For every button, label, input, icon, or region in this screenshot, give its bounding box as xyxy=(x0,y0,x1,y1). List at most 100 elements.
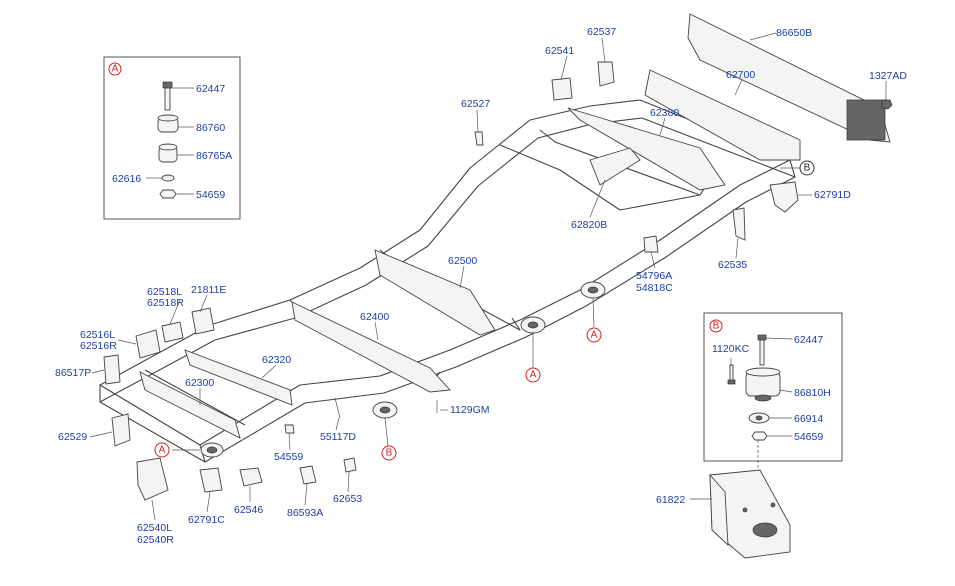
bracket-62820b xyxy=(589,147,641,186)
label-62516l[interactable]: 62516L xyxy=(80,329,115,341)
mount-cushion-86760 xyxy=(157,114,179,133)
bracket-62791c xyxy=(199,467,223,493)
body-mount-a-right xyxy=(580,281,606,299)
label-1129gm[interactable]: 1129GM xyxy=(450,404,490,416)
nut-54659-b xyxy=(751,431,768,441)
label-62527[interactable]: 62527 xyxy=(461,98,490,110)
bolt-62447-b xyxy=(757,334,767,366)
bracket-54796a xyxy=(643,235,659,253)
callout-a-box: A xyxy=(112,64,119,75)
label-54818c[interactable]: 54818C xyxy=(636,282,673,294)
label-62540r[interactable]: 62540R xyxy=(137,534,174,546)
bracket-62537 xyxy=(597,61,615,87)
label-62616[interactable]: 62616 xyxy=(112,173,141,185)
label-21811e[interactable]: 21811E xyxy=(191,284,226,296)
label-62500[interactable]: 62500 xyxy=(448,255,477,267)
mount-cushion-86810h xyxy=(745,367,781,402)
label-54659-b[interactable]: 54659 xyxy=(794,431,823,443)
clip-62653 xyxy=(343,457,357,473)
crossmember-62380 xyxy=(567,107,726,191)
crossmember-62300 xyxy=(139,371,241,439)
nut-54559 xyxy=(284,424,295,434)
body-mount-a-front xyxy=(200,442,224,458)
callout-a-mid[interactable]: A xyxy=(530,370,537,381)
bracket-62518 xyxy=(161,321,184,343)
bracket-62535 xyxy=(732,207,746,241)
label-62447-b[interactable]: 62447 xyxy=(794,334,823,346)
callout-a-box-circle xyxy=(108,62,122,76)
callout-b-mid-circle xyxy=(381,445,397,461)
label-1327ad[interactable]: 1327AD xyxy=(869,70,907,82)
label-62518r[interactable]: 62518R xyxy=(147,297,184,309)
nut-54659-a xyxy=(159,189,177,199)
callout-a-right-circle xyxy=(586,327,602,343)
crossmember-62500 xyxy=(374,249,496,336)
bracket-62527 xyxy=(474,131,484,146)
label-62447-a[interactable]: 62447 xyxy=(196,83,225,95)
label-54559[interactable]: 54559 xyxy=(274,451,303,463)
callout-b-box: B xyxy=(713,321,720,332)
label-55117d[interactable]: 55117D xyxy=(320,431,356,443)
label-62400[interactable]: 62400 xyxy=(360,311,389,323)
callout-a-mid-circle xyxy=(525,367,541,383)
callout-a-right[interactable]: A xyxy=(591,330,598,341)
label-86760[interactable]: 86760 xyxy=(196,122,225,134)
label-62529[interactable]: 62529 xyxy=(58,431,87,443)
detail-box-b xyxy=(703,312,843,462)
washer-62616 xyxy=(161,174,175,182)
bolt-1120kc xyxy=(727,364,736,385)
label-1120kc[interactable]: 1120KC xyxy=(712,343,750,355)
label-62380[interactable]: 62380 xyxy=(650,107,679,119)
label-66914[interactable]: 66914 xyxy=(794,413,823,425)
bracket-62791d xyxy=(769,181,799,213)
label-86765a[interactable]: 86765A xyxy=(196,150,232,162)
label-62820b[interactable]: 62820B xyxy=(571,219,607,231)
label-62320[interactable]: 62320 xyxy=(262,354,291,366)
label-62791d[interactable]: 62791D xyxy=(814,189,851,201)
bolt-55117d xyxy=(334,397,341,419)
callout-a-front-left[interactable]: A xyxy=(159,445,166,456)
washer-66914 xyxy=(748,412,770,424)
label-61822[interactable]: 61822 xyxy=(656,494,685,506)
label-86650b[interactable]: 86650B xyxy=(776,27,812,39)
bolt-62447-a xyxy=(162,81,173,111)
label-62700[interactable]: 62700 xyxy=(726,69,755,81)
label-62791c[interactable]: 62791C xyxy=(188,514,225,526)
label-62653[interactable]: 62653 xyxy=(333,493,362,505)
label-62546[interactable]: 62546 xyxy=(234,504,263,516)
callout-b-rear-circle xyxy=(799,160,815,176)
label-54796a[interactable]: 54796A xyxy=(636,270,672,282)
callout-b-box-circle xyxy=(709,319,723,333)
label-62518l[interactable]: 62518L xyxy=(147,286,182,298)
bracket-62541 xyxy=(551,77,573,101)
mount-cushion-86765a xyxy=(158,143,178,163)
label-62516r[interactable]: 62516R xyxy=(80,340,117,352)
label-86517p[interactable]: 86517P xyxy=(55,367,91,379)
body-mount-b-mid xyxy=(372,401,398,419)
bracket-62516 xyxy=(135,329,161,359)
bracket-61822 xyxy=(709,469,791,559)
callout-b-mid[interactable]: B xyxy=(386,448,393,459)
label-62535[interactable]: 62535 xyxy=(718,259,747,271)
crossmember-62400 xyxy=(291,301,451,393)
label-62300[interactable]: 62300 xyxy=(185,377,214,389)
bracket-62540 xyxy=(136,457,169,501)
clip-86593a xyxy=(299,465,317,485)
label-86810h[interactable]: 86810H xyxy=(794,387,831,399)
callout-b-rear[interactable]: B xyxy=(804,163,811,174)
label-62540l[interactable]: 62540L xyxy=(137,522,172,534)
label-62541[interactable]: 62541 xyxy=(545,45,574,57)
label-62537[interactable]: 62537 xyxy=(587,26,616,38)
body-mount-a-mid xyxy=(520,316,546,334)
bracket-21811e xyxy=(191,307,215,335)
bracket-62546 xyxy=(239,467,263,487)
nut-1327ad xyxy=(881,99,893,110)
rear-crossmember-62700 xyxy=(644,69,801,161)
detail-box-a xyxy=(103,56,241,220)
label-54659-a[interactable]: 54659 xyxy=(196,189,225,201)
label-86593a[interactable]: 86593A xyxy=(287,507,323,519)
rear-bumper-beam-86650b xyxy=(687,13,891,143)
crossmember-62320 xyxy=(184,349,293,406)
